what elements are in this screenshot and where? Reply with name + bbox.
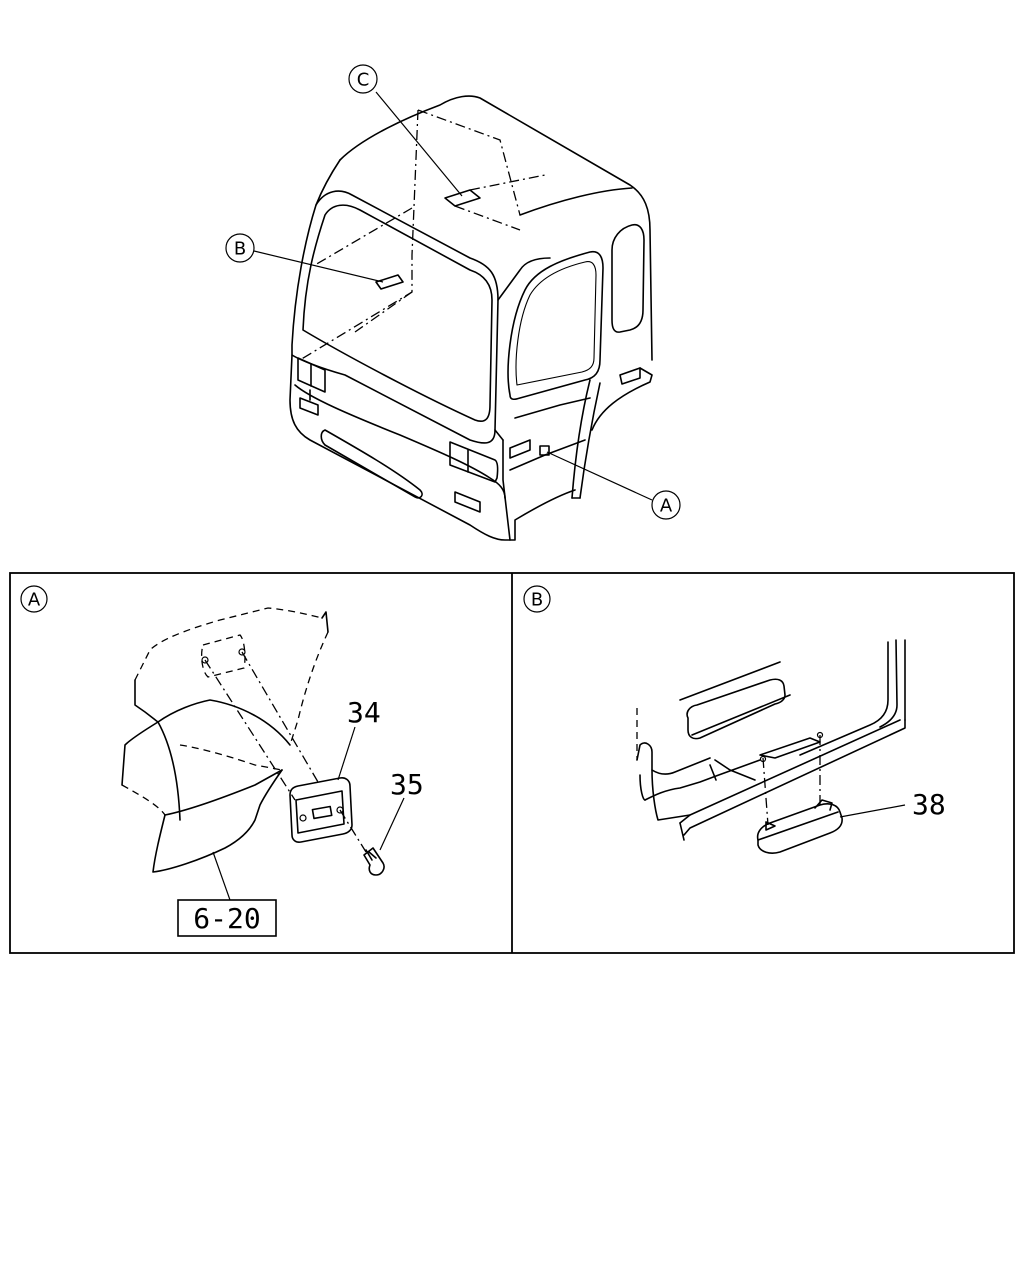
callout-a-circle	[651, 490, 681, 520]
panel-b-label: B	[531, 590, 543, 611]
callout-b: B	[225, 233, 255, 263]
part-number-38: 38	[912, 788, 946, 821]
marker-lamp-34	[289, 777, 353, 843]
panel-b: B 38	[523, 585, 946, 854]
reference-box: 6-20	[177, 899, 277, 937]
panel-b-circle	[523, 585, 551, 613]
callout-b-circle	[225, 233, 255, 263]
screw-35	[339, 809, 385, 876]
callout-c: C	[348, 64, 378, 94]
reference-label: 6-20	[193, 902, 260, 935]
callout-a: A	[651, 490, 681, 520]
marker-lamp-38	[756, 799, 843, 854]
callout-b-label: B	[234, 239, 246, 260]
truck-cab-drawing	[289, 95, 653, 541]
callout-c-circle	[348, 64, 378, 94]
callout-c-label: C	[357, 70, 370, 91]
panel-a: A	[20, 585, 424, 937]
part-number-34: 34	[347, 696, 381, 729]
panel-a-label: A	[28, 590, 41, 611]
part-number-35: 35	[390, 768, 424, 801]
callout-a-label: A	[660, 496, 673, 517]
panel-a-circle	[20, 585, 48, 613]
